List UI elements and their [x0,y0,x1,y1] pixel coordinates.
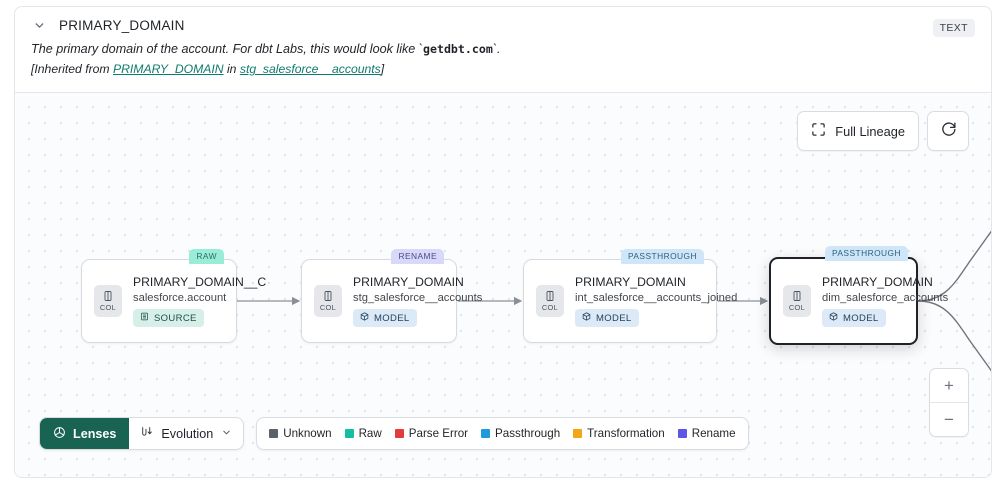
column-icon: COL [314,285,342,317]
node-column-name: PRIMARY_DOMAIN [353,275,464,289]
node-asset-label: SOURCE [154,312,197,324]
zoom-controls: + − [929,368,969,437]
legend-item[interactable]: Unknown [269,427,332,440]
legend-swatch [344,429,354,438]
lenses-label: Lenses [73,426,117,441]
legend-label: Raw [358,427,382,440]
legend-label: Unknown [283,427,332,440]
column-icon-label: COL [541,303,559,312]
legend-item[interactable]: Passthrough [481,427,560,440]
column-icon-label: COL [99,303,117,312]
column-icon-label: COL [788,303,806,312]
inherit-mid: in [223,62,240,77]
legend-swatch [269,429,279,438]
database-icon [140,312,149,324]
chevron-down-icon [221,427,232,441]
node-kind-badge: PASSTHROUGH [824,246,908,262]
panel-header: PRIMARY_DOMAIN TEXT The primary domain o… [15,7,991,92]
node-kind-badge: PASSTHROUGH [620,249,704,265]
node-column-name: PRIMARY_DOMAIN__C [133,275,267,289]
page-title: PRIMARY_DOMAIN [59,17,185,33]
inherited-model-link[interactable]: stg_salesforce__accounts [239,62,381,77]
inherited-from-note: [Inherited from PRIMARY_DOMAIN in stg_sa… [15,58,991,76]
cube-icon [829,312,838,324]
canvas-top-controls: Full Lineage [797,111,969,151]
full-lineage-button[interactable]: Full Lineage [797,111,919,151]
node-asset-badge: MODEL [575,309,639,327]
inherited-column-link[interactable]: PRIMARY_DOMAIN [112,62,224,77]
node-kind-badge: RENAME [391,249,444,265]
zoom-out-button[interactable]: − [944,409,954,429]
canvas-bottom-bar: Lenses Evolution Unknown Raw Parse Error Pa… [39,417,749,450]
node-asset-label: MODEL [596,312,632,324]
column-icon: COL [783,285,811,317]
node-asset-badge: SOURCE [133,309,204,327]
legend-swatch [394,429,404,438]
lineage-legend: Unknown Raw Parse Error Passthrough Transfor… [256,417,749,450]
column-description: The primary domain of the account. For d… [15,33,991,58]
legend-label: Passthrough [495,427,561,440]
column-lineage-panel: PRIMARY_DOMAIN TEXT The primary domain o… [14,6,992,478]
description-prefix: The primary domain of the account. For d… [31,42,423,56]
node-asset-badge: MODEL [353,309,417,327]
node-table-name: stg_salesforce__accounts [353,292,483,304]
chevron-down-icon[interactable] [31,17,47,33]
description-suffix: `. [492,42,501,56]
legend-item[interactable]: Parse Error [394,427,469,440]
legend-swatch [481,429,491,438]
description-code: getdbt.com [423,42,493,56]
evolution-dropdown[interactable]: Evolution [129,418,243,449]
legend-label: Transformation [587,427,665,440]
node-asset-label: MODEL [843,312,879,324]
legend-item[interactable]: Rename [677,427,736,440]
inherit-close: ] [380,62,385,77]
legend-swatch [573,429,583,438]
legend-label: Rename [691,427,736,440]
cube-icon [360,312,369,324]
legend-swatch [677,429,687,438]
lineage-node[interactable]: RAW COL PRIMARY_DOMAIN__C salesforce.acc… [81,249,266,343]
node-kind-badge: RAW [189,249,224,265]
evolution-icon [140,426,153,442]
inherit-open: [Inherited from [31,62,113,77]
node-table-name: int_salesforce__accounts_joined [575,292,738,304]
expand-icon [811,122,826,140]
node-asset-badge: MODEL [822,309,886,327]
column-icon-label: COL [319,303,337,312]
lineage-node[interactable]: RENAME COL PRIMARY_DOMAIN stg_salesforce… [301,249,482,343]
evolution-label: Evolution [161,426,214,441]
node-column-name: PRIMARY_DOMAIN [822,275,933,289]
lenses-button[interactable]: Lenses [40,418,130,449]
lineage-node-selected[interactable]: PASSTHROUGH COL PRIMARY_DOMAIN dim_sales… [769,246,948,345]
column-icon: COL [536,285,564,317]
legend-item[interactable]: Raw [344,427,382,440]
legend-label: Parse Error [408,427,469,440]
column-icon: COL [94,285,122,317]
full-lineage-label: Full Lineage [835,123,905,139]
lenses-group: Lenses Evolution [39,417,245,450]
node-column-name: PRIMARY_DOMAIN [575,275,686,289]
aperture-icon [53,426,66,442]
lineage-node[interactable]: PASSTHROUGH COL PRIMARY_DOMAIN int_sales… [523,249,737,343]
legend-item[interactable]: Transformation [573,427,665,440]
cube-icon [582,312,591,324]
refresh-icon [940,121,957,141]
refresh-button[interactable] [927,111,969,151]
lineage-edges [237,230,991,372]
type-badge: TEXT [932,19,975,37]
node-asset-label: MODEL [374,312,410,324]
node-table-name: salesforce.account [133,292,227,304]
zoom-in-button[interactable]: + [930,369,968,403]
lineage-canvas[interactable]: Full Lineage RAW COL PRIMARY_DOMAIN__C s… [15,92,991,477]
node-table-name: dim_salesforce_accounts [822,292,949,304]
